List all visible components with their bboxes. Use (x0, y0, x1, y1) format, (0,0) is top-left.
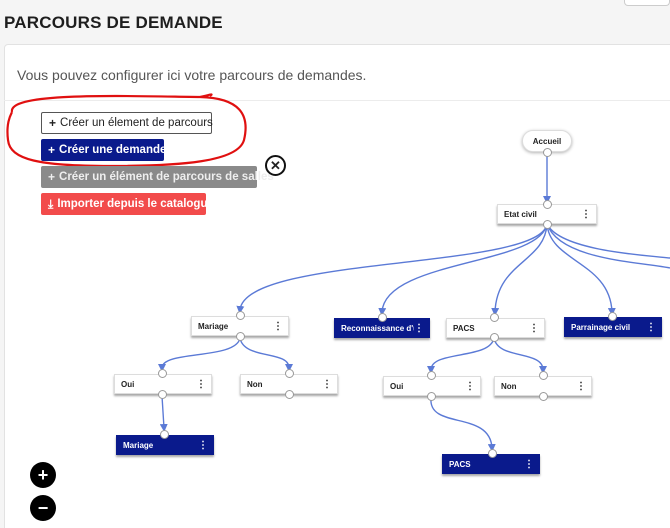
page-title: PARCOURS DE DEMANDE (4, 13, 223, 32)
flow-canvas[interactable] (4, 100, 670, 528)
connector-port[interactable] (608, 312, 617, 321)
connector-port[interactable] (490, 333, 499, 342)
import-catalog-label: Importer depuis le catalogue (57, 198, 214, 210)
create-room-element-button[interactable]: + Créer un élément de parcours de salles (41, 166, 274, 188)
connector-port[interactable] (539, 371, 548, 380)
connector-port[interactable] (543, 148, 552, 157)
node-menu-icon[interactable]: ⋮ (529, 322, 539, 334)
connector-port[interactable] (158, 390, 167, 399)
connector-port[interactable] (427, 371, 436, 380)
node-menu-icon[interactable]: ⋮ (198, 439, 208, 451)
node-menu-icon[interactable]: ⋮ (646, 321, 656, 333)
connector-port[interactable] (236, 311, 245, 320)
connector-port[interactable] (285, 369, 294, 378)
node-menu-icon[interactable]: ⋮ (581, 208, 591, 220)
plus-icon: + (48, 170, 56, 184)
create-element-button[interactable]: + Créer un élement de parcours (41, 112, 213, 134)
plus-icon: + (49, 116, 57, 130)
connector-port[interactable] (539, 392, 548, 401)
import-catalog-button[interactable]: ⤓ Importer depuis le catalogue (41, 193, 214, 215)
node-menu-icon[interactable]: ⋮ (273, 320, 283, 332)
connector-port[interactable] (543, 220, 552, 229)
node-menu-icon[interactable]: ⋮ (196, 378, 206, 390)
node-menu-icon[interactable]: ⋮ (524, 458, 534, 470)
node-label: Non (247, 379, 263, 389)
node-menu-icon[interactable]: ⋮ (465, 380, 475, 392)
node-menu-icon[interactable]: ⋮ (576, 380, 586, 392)
connector-port[interactable] (543, 200, 552, 209)
node-label: Mariage (123, 440, 154, 450)
node-menu-icon[interactable]: ⋮ (414, 322, 424, 334)
node-label: Oui (390, 381, 404, 391)
create-request-button[interactable]: + Créer une demande (41, 139, 167, 161)
create-request-label: Créer une demande (59, 144, 167, 156)
intro-text: Vous pouvez configurer ici votre parcour… (17, 67, 367, 83)
flow-node-parrainage[interactable]: Parrainage civil ⋮ (564, 317, 662, 337)
connector-port[interactable] (285, 390, 294, 399)
connector-port[interactable] (236, 332, 245, 341)
connector-port[interactable] (378, 313, 387, 322)
connector-port[interactable] (490, 313, 499, 322)
plus-icon: + (48, 143, 56, 157)
node-label: Oui (121, 379, 135, 389)
create-element-label: Créer un élement de parcours (60, 117, 213, 129)
connector-port[interactable] (488, 449, 497, 458)
create-room-element-label: Créer un élément de parcours de salles (59, 171, 274, 183)
download-icon: ⤓ (48, 196, 54, 211)
node-label: PACS (449, 459, 471, 469)
connector-port[interactable] (158, 369, 167, 378)
node-menu-icon[interactable]: ⋮ (322, 378, 332, 390)
node-label: Mariage (198, 321, 229, 331)
connector-port[interactable] (160, 430, 169, 439)
zoom-out-button[interactable]: − (30, 495, 56, 521)
node-label: Etat civil (504, 209, 537, 219)
node-label: PACS (453, 323, 475, 333)
node-label: Reconnaissance d'un e… (341, 323, 414, 333)
close-icon[interactable]: ✕ (265, 155, 286, 176)
node-label: Parrainage civil (571, 322, 631, 332)
top-right-control[interactable] (624, 0, 670, 6)
node-label: Non (501, 381, 517, 391)
zoom-in-button[interactable]: + (30, 462, 56, 488)
connector-port[interactable] (427, 392, 436, 401)
